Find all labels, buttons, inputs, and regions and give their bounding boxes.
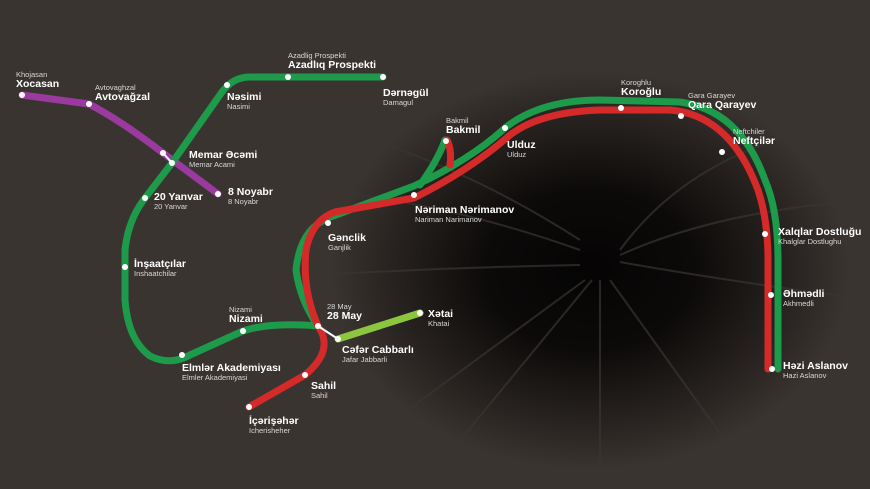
green-line <box>121 73 782 373</box>
red-line <box>245 106 772 411</box>
lightgreen-line <box>334 309 424 343</box>
station-dots <box>19 74 775 410</box>
green-branch-bakmil <box>416 136 449 189</box>
red-branch-bakmil <box>443 136 455 169</box>
